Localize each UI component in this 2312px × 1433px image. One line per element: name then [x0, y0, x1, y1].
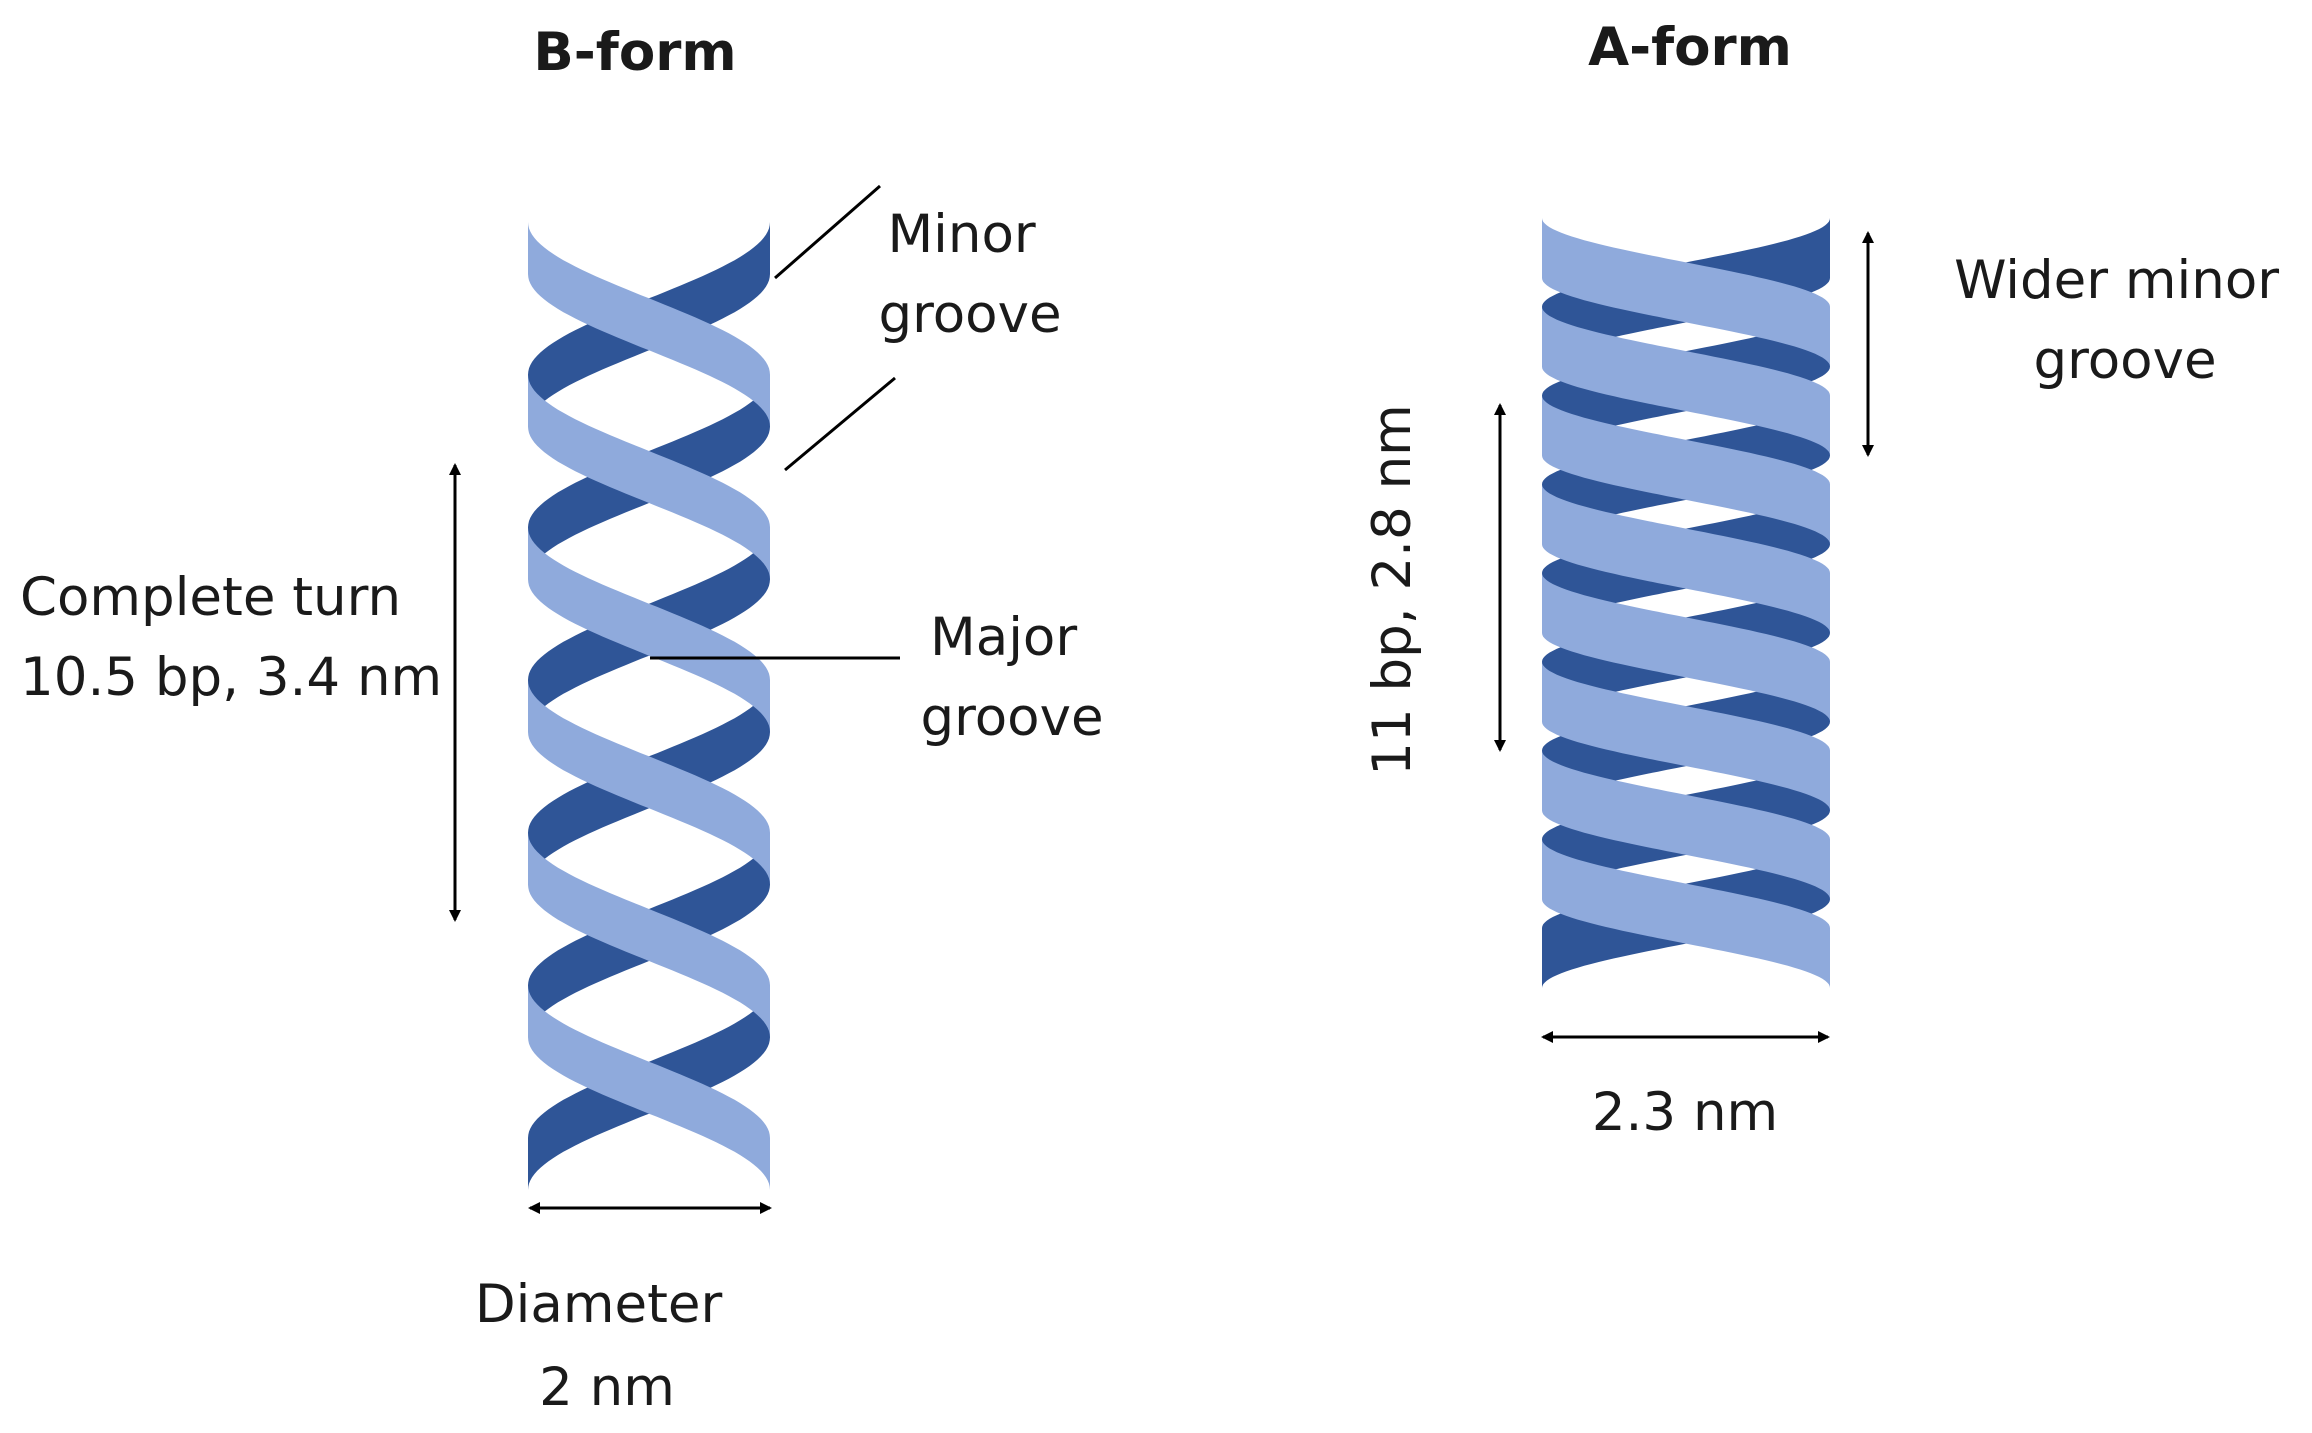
- b-minor-groove-pointer-bottom: [784, 376, 896, 472]
- helix-strand-2-segment-2: [1542, 306, 1830, 456]
- b-form-title: B-form: [533, 22, 736, 83]
- helix-strand-1-segment-1: [528, 222, 770, 427]
- b-form-helix: [528, 222, 770, 1190]
- helix-strand-2-segment-6: [1542, 661, 1830, 811]
- a-diameter-label: 2.3 nm: [1592, 1082, 1778, 1143]
- helix-strand-1-segment-3: [528, 527, 770, 732]
- helix-strand-2-segment-4: [528, 680, 770, 885]
- b-minor-groove-pointer-top: [774, 184, 881, 280]
- helix-strand-1-segment-1: [1542, 218, 1830, 367]
- b-turn-label: Complete turn 10.5 bp, 3.4 nm: [20, 567, 442, 708]
- b-major-groove-label: Major groove: [920, 607, 1103, 748]
- b-form-panel: B-form Minor groove Major groove Complet…: [20, 22, 1104, 1418]
- helix-strand-1-segment-5: [528, 832, 770, 1038]
- helix-strand-1-segment-7: [1542, 750, 1830, 900]
- helix-strand-2-segment-6: [528, 985, 770, 1190]
- helix-strand-2-segment-2: [528, 374, 770, 580]
- a-turn-label: 11 bp, 2.8 nm: [1362, 404, 1423, 776]
- helix-strand-1-segment-5: [1542, 573, 1830, 722]
- a-form-helix: [1542, 218, 1830, 988]
- a-form-panel: A-form Wider minor groove 11 bp, 2.8 nm …: [1362, 17, 2296, 1143]
- b-minor-groove-label: Minor groove: [878, 204, 1061, 345]
- a-form-title: A-form: [1588, 17, 1792, 78]
- helix-strand-1-segment-3: [1542, 395, 1830, 545]
- helix-strand-2-segment-4: [1542, 484, 1830, 633]
- a-minor-groove-label: Wider minor groove: [1954, 250, 2296, 391]
- b-diameter-label: Diameter 2 nm: [475, 1274, 739, 1418]
- helix-strand-2-segment-8: [1542, 839, 1830, 988]
